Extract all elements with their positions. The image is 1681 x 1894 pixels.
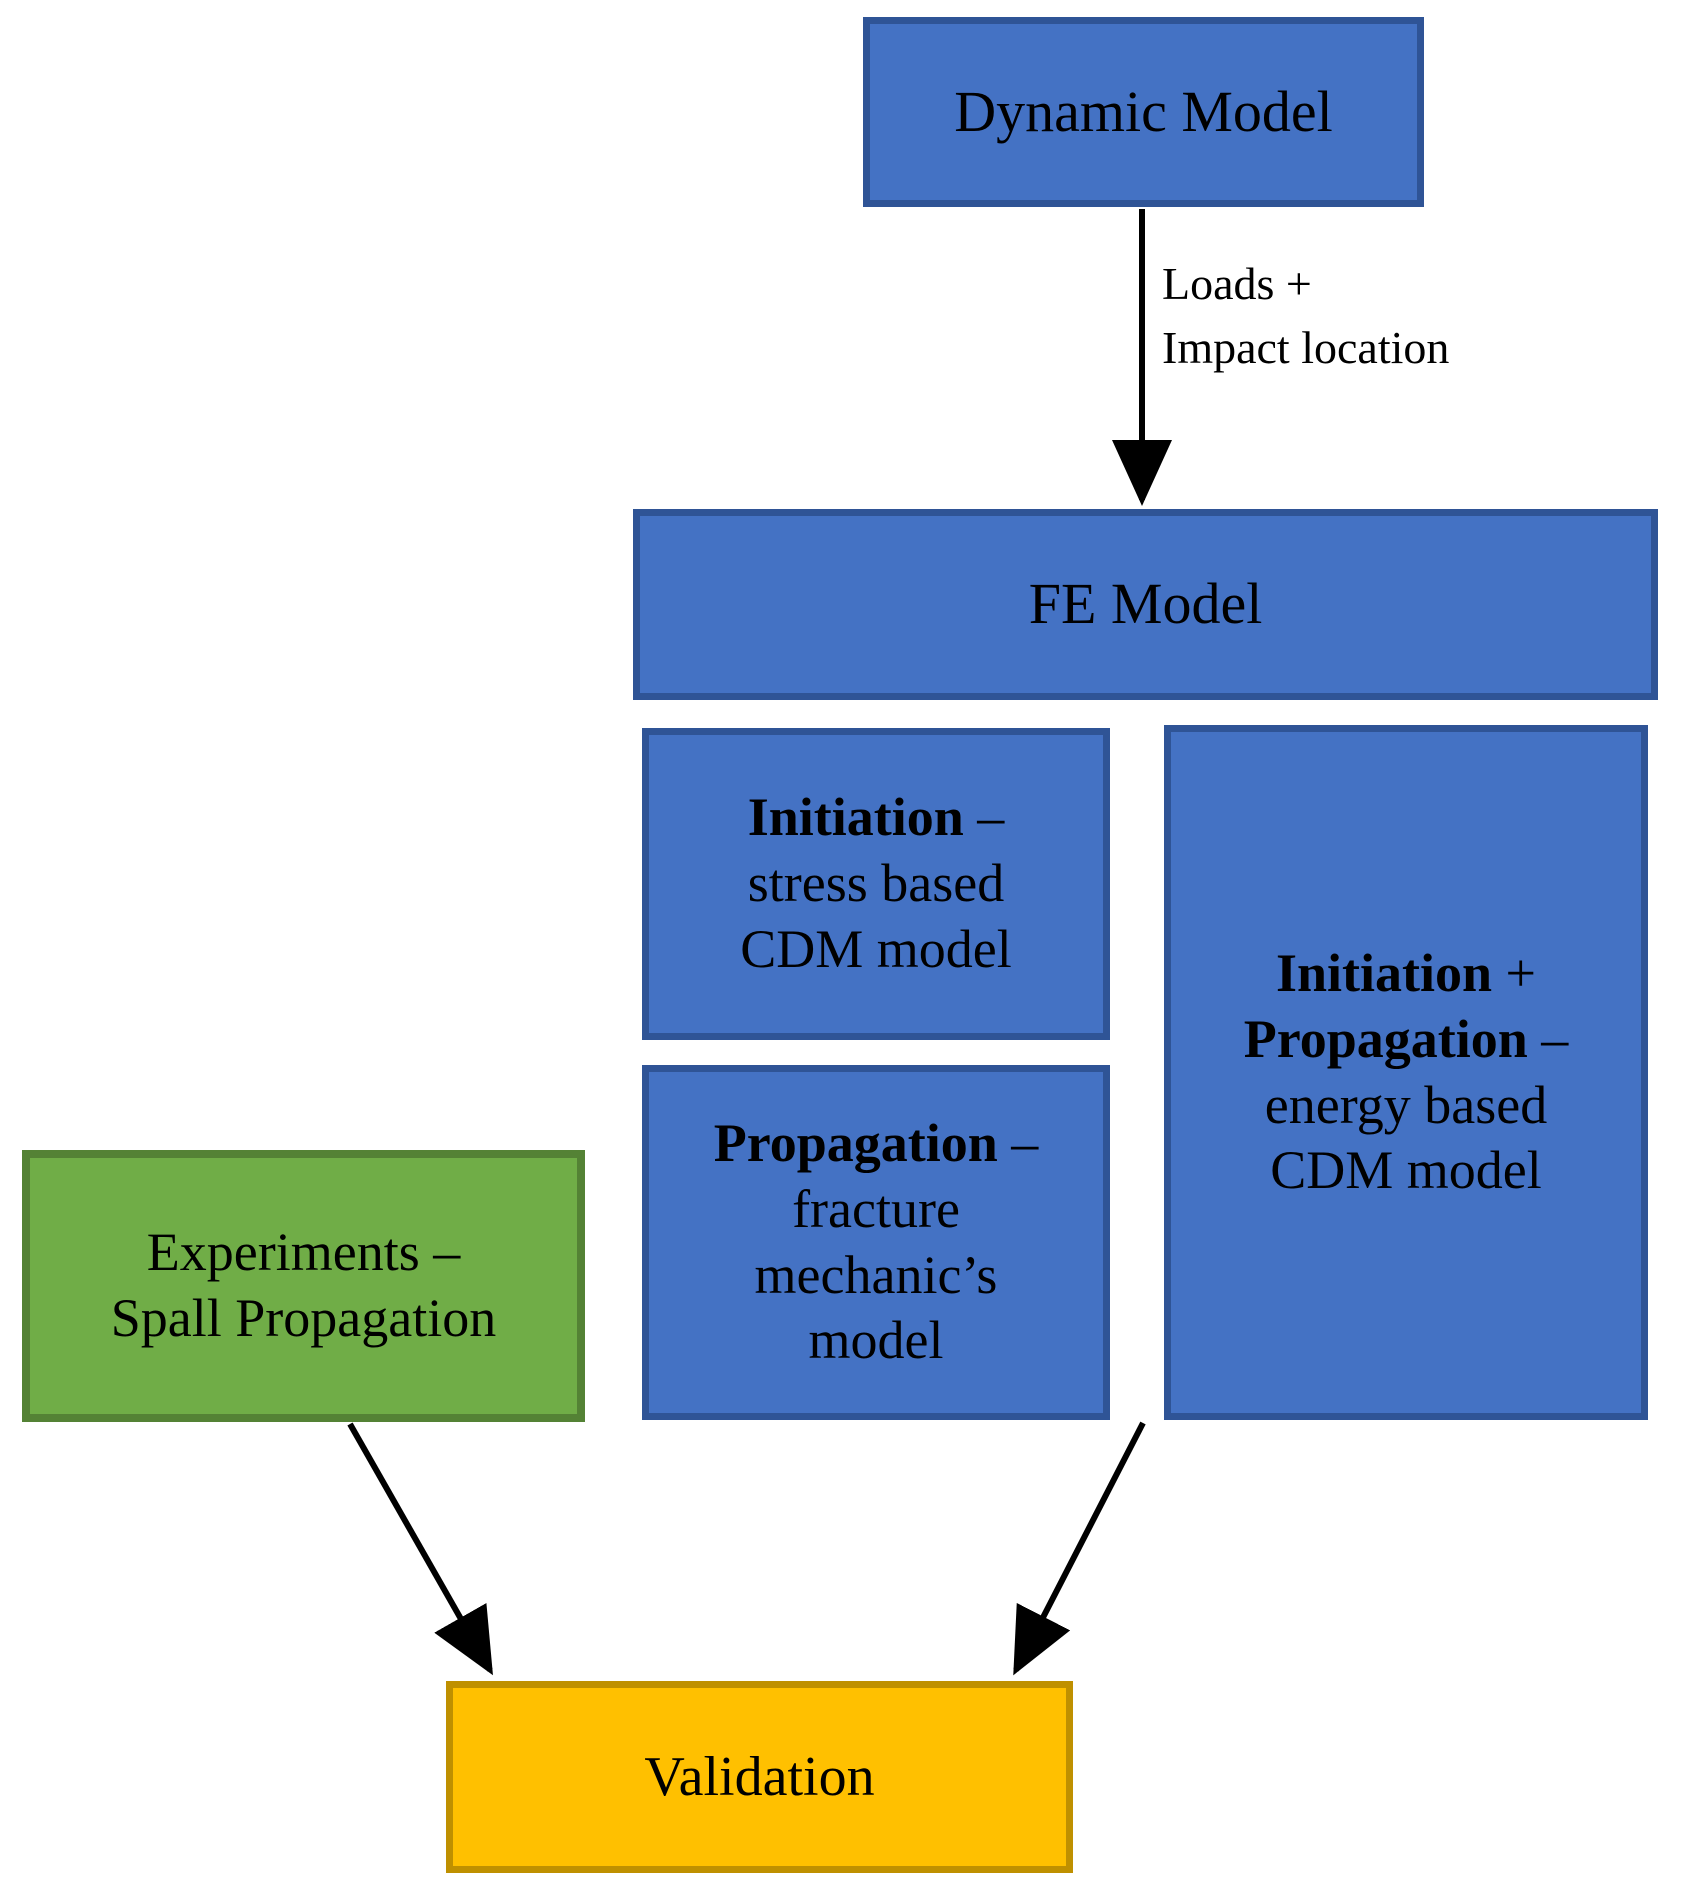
propagation-title: Propagation – (713, 1112, 1039, 1173)
propagation-line4: model (808, 1310, 944, 1371)
experiments-node: Experiments – Spall Propagation (22, 1150, 585, 1422)
experiments-line2: Spall Propagation (110, 1288, 497, 1348)
fe-model-node: FE Model (633, 509, 1658, 700)
init-prop-line1: Initiation + (1275, 942, 1537, 1003)
initiation-line2: stress based (747, 853, 1005, 914)
initiation-line3: CDM model (740, 918, 1012, 979)
dynamic-model-label: Dynamic Model (954, 78, 1333, 144)
init-prop-line4: CDM model (1270, 1140, 1542, 1201)
edge-label-line1: Loads + (1162, 258, 1312, 309)
validation-node: Validation (446, 1681, 1073, 1873)
experiments-line1: Experiments – (146, 1222, 461, 1283)
propagation-line2: fracture (792, 1178, 960, 1239)
propagation-line3: mechanic’s (754, 1244, 998, 1305)
propagation-node: Propagation – fracture mechanic’s model (642, 1065, 1110, 1420)
edge-label-line2: Impact location (1162, 322, 1450, 374)
edge-label-loads: Loads + Impact location (1162, 252, 1449, 381)
initiation-title: Initiation – (747, 787, 1005, 848)
dynamic-model-node: Dynamic Model (863, 17, 1424, 207)
initiation-node: Initiation – stress based CDM model (642, 728, 1110, 1040)
init-prop-line3: energy based (1264, 1074, 1548, 1135)
arrow-experiments-to-validation (347, 1422, 493, 1676)
initiation-propagation-node: Initiation + Propagation – energy based … (1164, 725, 1648, 1420)
init-prop-line2: Propagation – (1243, 1008, 1569, 1069)
fe-model-label: FE Model (1028, 571, 1263, 637)
arrow-models-to-validation (1013, 1421, 1146, 1676)
validation-label: Validation (644, 1745, 875, 1808)
